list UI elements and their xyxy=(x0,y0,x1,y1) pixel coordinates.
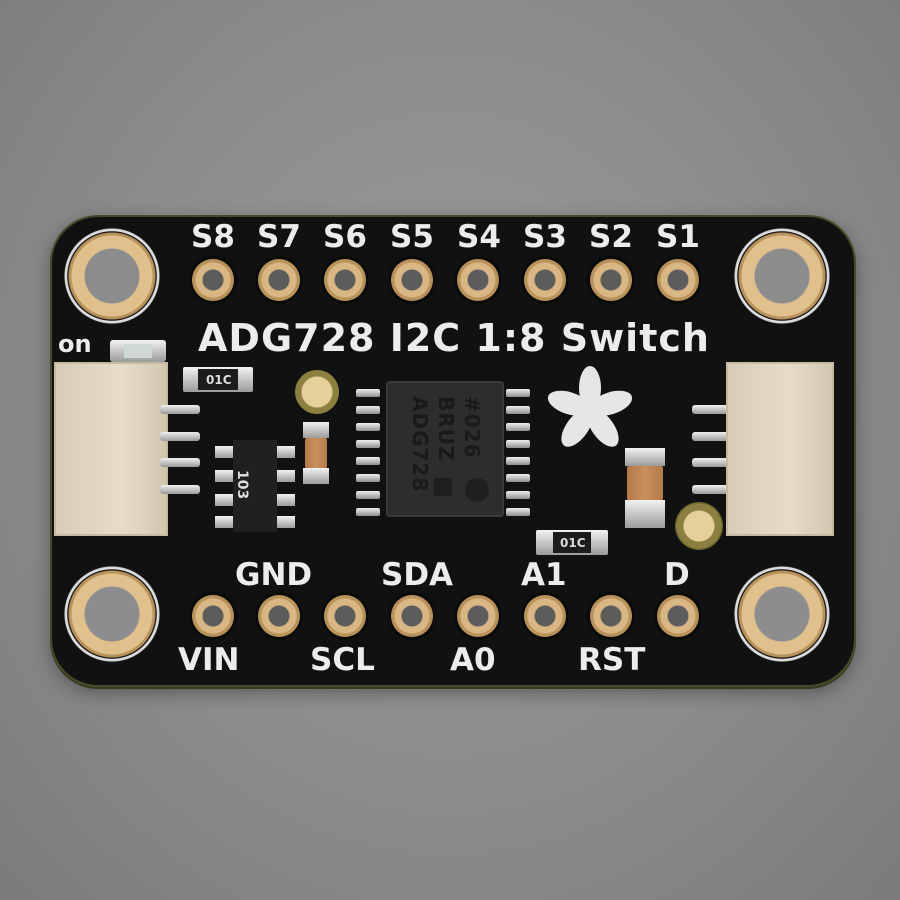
pad-s2 xyxy=(590,259,632,301)
pad-vin xyxy=(192,595,234,637)
board-title: ADG728 I2C 1:8 Switch xyxy=(198,316,710,360)
resistor-array xyxy=(215,440,295,532)
connector-right-pin-2 xyxy=(692,432,732,441)
capacitor-c2-terminal-top xyxy=(625,448,665,466)
pin-label-scl: SCL xyxy=(310,642,375,678)
resistor-r1-body xyxy=(198,369,238,390)
pin-label-s1: S1 xyxy=(656,219,700,255)
pin-label-d: D xyxy=(664,557,690,593)
mounting-hole-top-left xyxy=(64,228,160,324)
test-pad-left xyxy=(295,370,339,414)
pin-label-s8: S8 xyxy=(191,219,235,255)
capacitor-c1-terminal-bottom xyxy=(303,468,329,484)
pin-label-sda: SDA xyxy=(381,557,454,593)
mounting-hole-bottom-right xyxy=(734,566,830,662)
resistor-array-marking: 103 xyxy=(234,470,250,500)
pad-s3 xyxy=(524,259,566,301)
pad-s8 xyxy=(192,259,234,301)
connector-right-pin-3 xyxy=(692,458,732,467)
connector-left-pin-2 xyxy=(160,432,200,441)
pad-s4 xyxy=(457,259,499,301)
pad-a0 xyxy=(457,595,499,637)
stemma-qt-connector-right xyxy=(726,362,834,536)
pad-s5 xyxy=(391,259,433,301)
stemma-qt-connector-left xyxy=(54,362,168,536)
pin1-dot-icon xyxy=(465,478,489,502)
pin-label-vin: VIN xyxy=(178,642,240,678)
led-label-on: on xyxy=(58,330,92,358)
connector-right-pin-4 xyxy=(692,485,732,494)
resistor-r2-body xyxy=(553,532,591,553)
connector-right-pin-1 xyxy=(692,405,732,414)
pad-a1 xyxy=(524,595,566,637)
connector-left-pin-1 xyxy=(160,405,200,414)
pin-label-s3: S3 xyxy=(523,219,567,255)
power-led-lens xyxy=(124,344,152,358)
pad-scl xyxy=(324,595,366,637)
pad-s6 xyxy=(324,259,366,301)
pin-label-s7: S7 xyxy=(257,219,301,255)
adafruit-flower-logo-icon xyxy=(540,360,640,460)
resistor-r2-marking: 01C xyxy=(560,536,586,550)
connector-left-pin-3 xyxy=(160,458,200,467)
pin-label-gnd: GND xyxy=(235,557,313,593)
pad-s7 xyxy=(258,259,300,301)
analog-devices-logo-icon xyxy=(434,478,452,496)
capacitor-c2 xyxy=(627,466,663,500)
capacitor-c1 xyxy=(305,438,327,468)
test-pad-right xyxy=(675,502,723,550)
pin-label-rst: RST xyxy=(578,642,646,678)
pin-label-a0: A0 xyxy=(450,642,496,678)
pin-label-s6: S6 xyxy=(323,219,367,255)
pin-label-s5: S5 xyxy=(390,219,434,255)
mounting-hole-bottom-left xyxy=(64,566,160,662)
pad-rst xyxy=(590,595,632,637)
pad-s1 xyxy=(657,259,699,301)
chip-marking-line1: ADG728 xyxy=(408,396,432,493)
capacitor-c2-terminal-bottom xyxy=(625,500,665,528)
capacitor-c1-terminal-top xyxy=(303,422,329,438)
mounting-hole-top-right xyxy=(734,228,830,324)
pad-d xyxy=(657,595,699,637)
chip-marking-line3: #026 xyxy=(460,396,484,459)
connector-left-pin-4 xyxy=(160,485,200,494)
pin-label-s2: S2 xyxy=(589,219,633,255)
pin-label-a1: A1 xyxy=(521,557,567,593)
pad-gnd xyxy=(258,595,300,637)
resistor-r1-marking: 01C xyxy=(206,373,232,387)
pin-label-s4: S4 xyxy=(457,219,501,255)
chip-marking-line2: BRUZ xyxy=(434,396,458,462)
pad-sda xyxy=(391,595,433,637)
